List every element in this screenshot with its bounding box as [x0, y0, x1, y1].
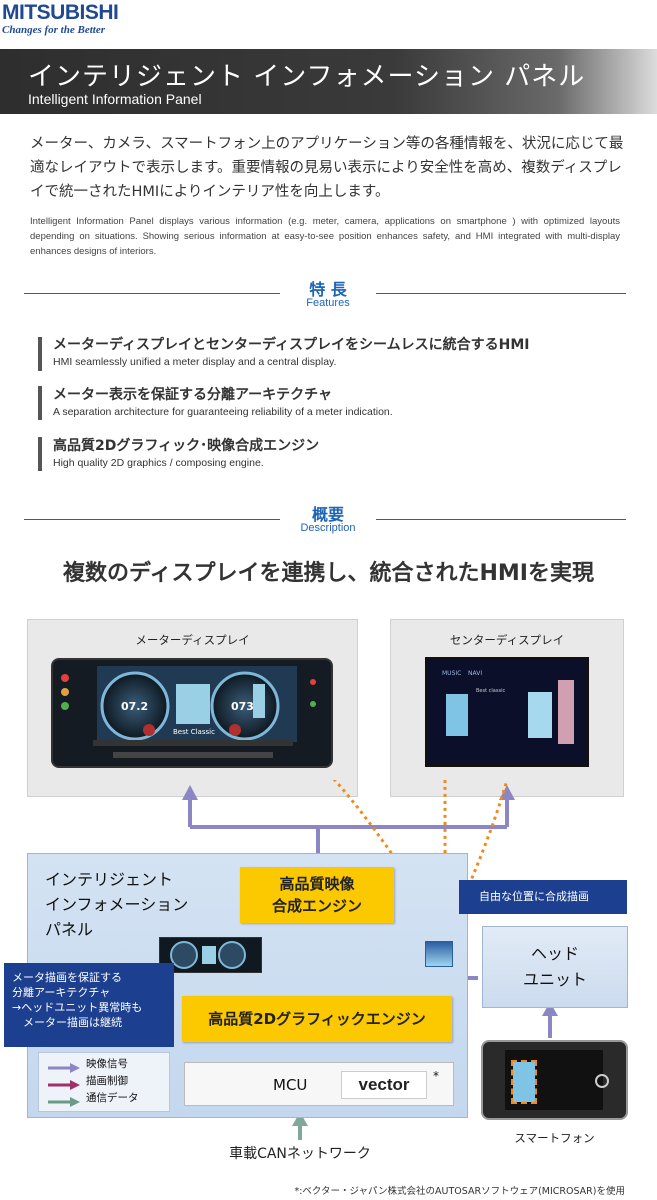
legend-item-data: 通信データ [48, 1092, 139, 1111]
title-band [0, 49, 657, 114]
smartphone-label: スマートフォン [514, 1131, 595, 1145]
smartphone-widget [511, 1060, 537, 1104]
smartphone [481, 1040, 628, 1120]
center-screen: MUSIC NAVI Best classic [425, 657, 589, 767]
video-engine-line: 合成エンジン [271, 897, 362, 915]
ip-unit-title-line: インフォメーション [45, 895, 189, 914]
feature-3-desc: High quality 2D graphics / composing eng… [53, 457, 264, 469]
intro-text-jp: メーター、カメラ、スマートフォン上のアプリケーション等の各種情報を、状況に応じて… [30, 136, 624, 200]
legend-item-control: 描画制御 [48, 1075, 128, 1094]
separation-callout: メータ描画を保証する 分離アーキテクチャ →ヘッドユニット異常時も メーター描画… [4, 963, 174, 1047]
center-tab-navi: NAVI [468, 670, 483, 677]
center-tab-music: MUSIC [442, 670, 462, 677]
legend-label: 映像信号 [86, 1058, 128, 1070]
meter-speed-value: 07.2 [121, 700, 149, 713]
center-widget [446, 694, 468, 736]
footnote: *:ベクター・ジャパン株式会社のAUTOSARソフトウェア(MICROSAR)を… [294, 1186, 625, 1197]
mcu-label: MCU [273, 1076, 308, 1094]
center-display-label: センターディスプレイ [449, 633, 565, 647]
feature-bar [38, 337, 42, 371]
ip-unit-title: インテリジェント インフォメーション パネル [45, 867, 188, 942]
mcu-box: MCU vector * [184, 1062, 454, 1106]
meter-display-label: メーターディスプレイ [135, 633, 250, 647]
description-divider-left [24, 519, 280, 520]
brand-logo: MITSUBISHI [2, 1, 119, 24]
separation-callout-line: 分離アーキテクチャ [12, 986, 111, 999]
center-widget [528, 692, 552, 738]
legend-arrow-icon [48, 1097, 80, 1107]
feature-bar [38, 437, 42, 471]
brand-tagline: Changes for the Better [2, 24, 105, 36]
graphics-engine: 高品質2Dグラフィックエンジン [182, 996, 452, 1042]
phone-button-icon [595, 1074, 609, 1088]
center-list-title: Best classic [476, 688, 506, 694]
meter-thumbnail [159, 937, 262, 973]
feature-3-title: 高品質2Dグラフィック･映像合成エンジン [53, 438, 320, 454]
description-headline: 複数のディスプレイを連携し、統合されたHMIを実現 [63, 561, 594, 586]
head-unit-box: ヘッド ユニット [482, 926, 628, 1008]
page-subtitle: Intelligent Information Panel [28, 91, 202, 107]
legend-arrow-icon [48, 1063, 80, 1073]
vector-asterisk: * [433, 1069, 439, 1083]
feature-bar [38, 386, 42, 420]
can-network-label: 車載CANネットワーク [229, 1146, 371, 1162]
page-title: インテリジェント インフォメーション パネル [28, 62, 586, 92]
features-heading-en: Features [306, 297, 350, 309]
features-divider-left [24, 293, 280, 294]
legend-item-video: 映像信号 [48, 1058, 128, 1077]
separation-callout-line: メータ描画を保証する [12, 971, 122, 984]
feature-1-title: メーターディスプレイとセンターディスプレイをシームレスに統合するHMI [53, 337, 530, 353]
feature-1-desc: HMI seamlessly unified a meter display a… [53, 356, 337, 368]
feature-2-title: メーター表示を保証する分離アーキテクチャ [53, 387, 333, 403]
center-album-strip [558, 680, 574, 744]
separation-callout-line: メーター描画は継続 [12, 1016, 122, 1029]
legend-label: 通信データ [86, 1092, 139, 1104]
legend-arrow-icon [48, 1080, 80, 1090]
ip-unit-title-line: パネル [45, 920, 94, 939]
video-composing-engine: 高品質映像 合成エンジン [240, 867, 394, 923]
separation-callout-line: →ヘッドユニット異常時も [12, 1001, 143, 1014]
intro-text-en: Intelligent Information Panel displays v… [30, 216, 620, 257]
head-unit-line: ヘッド [530, 944, 579, 963]
legend-label: 描画制御 [86, 1075, 128, 1087]
composited-widget [425, 941, 453, 967]
meter-graphic [61, 666, 316, 758]
vector-logo: vector [341, 1071, 427, 1099]
head-unit-line: ユニット [522, 970, 587, 989]
description-divider-right [376, 519, 626, 520]
meter-screen: 07.2 073 Best Classic [51, 658, 333, 768]
description-heading: 概要 [311, 505, 344, 524]
ip-unit-title-line: インテリジェント [45, 870, 174, 889]
description-heading-en: Description [300, 522, 356, 534]
features-divider-right [376, 293, 626, 294]
feature-2-desc: A separation architecture for guaranteei… [53, 406, 393, 418]
video-engine-line: 高品質映像 [279, 875, 355, 893]
meter-rpm-value: 073 [231, 700, 254, 713]
meter-caption: Best Classic [173, 728, 215, 736]
free-position-callout: 自由な位置に合成描画 [459, 880, 627, 914]
features-heading: 特 長 [309, 280, 347, 299]
